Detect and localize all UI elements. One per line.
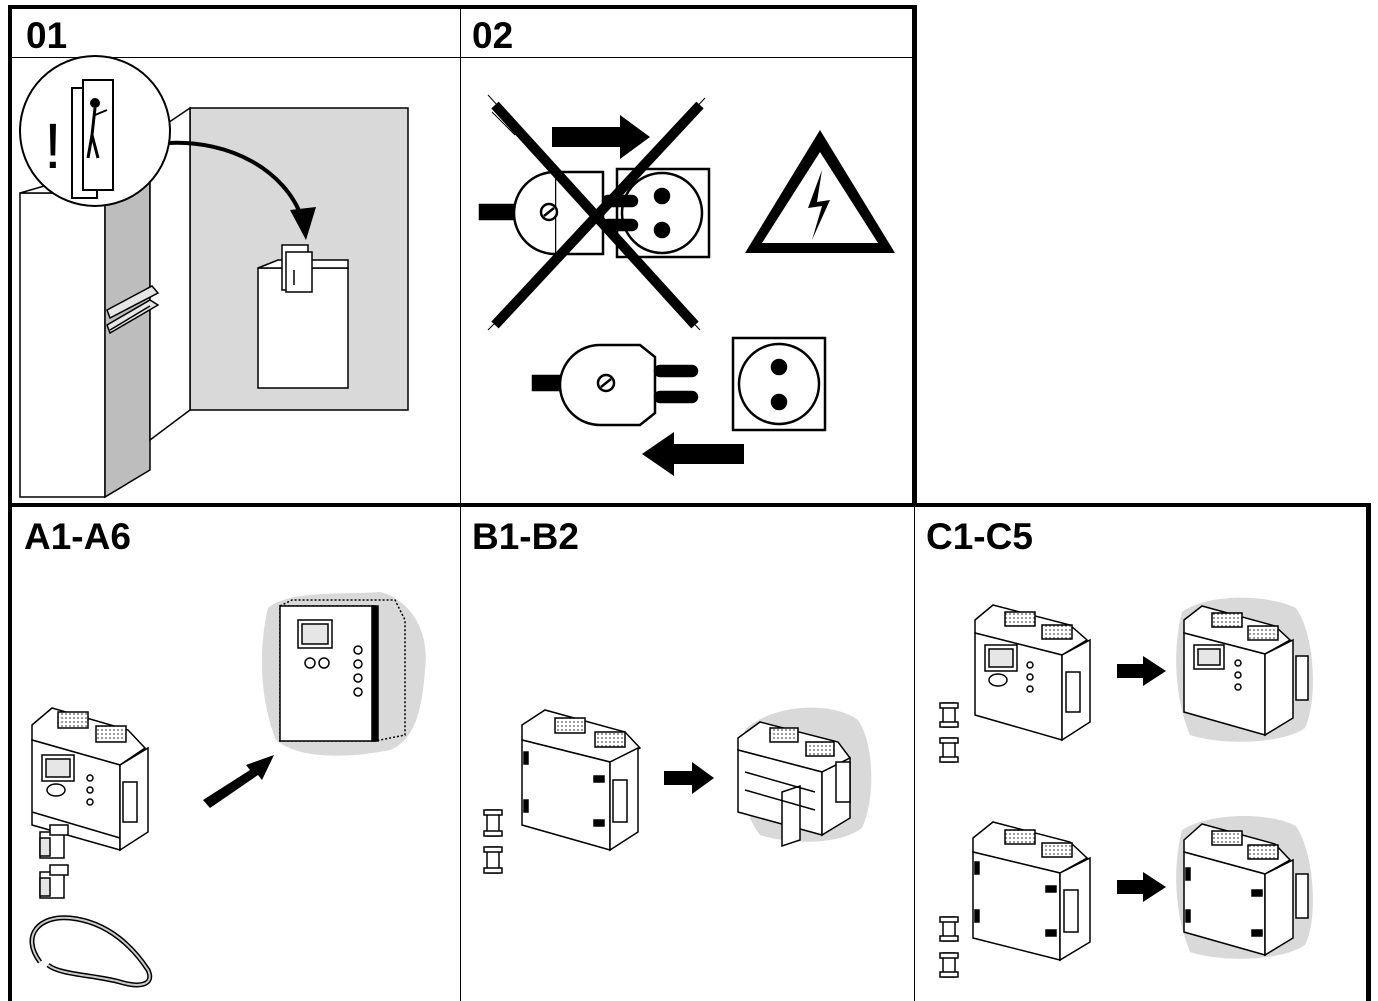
mounted-unit-icon-c2 (1176, 815, 1313, 959)
document-pocket-icon (257, 244, 349, 389)
clip-icon-c1 (939, 702, 959, 763)
controller-unit-icon (31, 707, 149, 852)
insert-arrow-icon-c1 (1117, 656, 1166, 686)
header-divider-01 (12, 57, 912, 58)
manual-exclamation: ! (44, 110, 62, 182)
arrow-icon-back (642, 432, 744, 476)
insert-arrow-icon-b (664, 762, 714, 794)
manual-reference-icon (19, 55, 171, 207)
electrical-hazard-icon (745, 130, 895, 253)
plug-icon-allowed (531, 343, 699, 427)
socket-icon (615, 167, 711, 259)
controller-unit-icon-c1 (974, 604, 1091, 742)
housing-icon-c2 (972, 821, 1091, 962)
top-border (8, 5, 917, 9)
insert-arrow-icon-c2 (1117, 872, 1166, 902)
arrow-icon (552, 115, 650, 159)
cross-out-icon (487, 94, 706, 331)
curved-arrow-icon (167, 140, 316, 240)
insert-arrow-icon (203, 755, 274, 808)
panel-label-a: A1-A6 (24, 516, 131, 557)
clip-icon-c2 (939, 916, 959, 978)
wall-cutout-icon (261, 592, 426, 756)
mounting-clip-icon (39, 824, 69, 899)
clip-icon (483, 809, 503, 874)
mounted-unit-icon-c1 (1176, 597, 1313, 742)
mounted-unit-icon (737, 707, 872, 848)
column-divider-1 (460, 9, 461, 1001)
column-divider-2 (914, 505, 915, 1001)
right-border-lower (1366, 503, 1371, 1001)
panel-label-b: B1-B2 (472, 516, 579, 557)
panel-label-01: 01 (26, 15, 68, 56)
housing-icon (521, 709, 642, 852)
right-border-upper (912, 5, 917, 505)
cabinet-icon (19, 106, 409, 499)
panel-label-02: 02 (472, 15, 514, 56)
panel-label-c: C1-C5 (926, 516, 1033, 557)
gasket-icon (29, 915, 153, 988)
row-divider (8, 503, 1371, 507)
socket-icon-allowed (731, 336, 827, 432)
